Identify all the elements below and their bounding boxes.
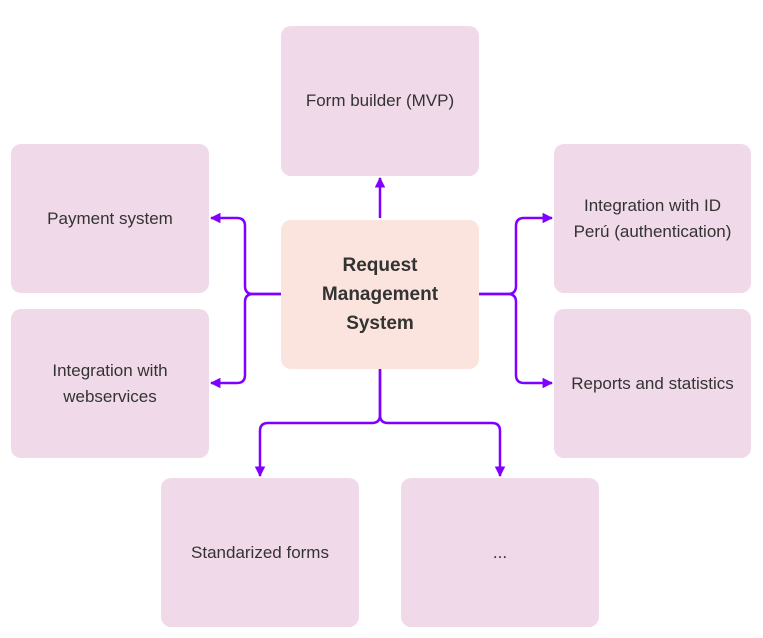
id-peru-integration-label: Integration with ID Perú (authentication…	[573, 195, 732, 241]
standardized-forms-label: Standarized forms	[191, 542, 329, 562]
connector-to-webservices	[209, 292, 281, 389]
payment-system-box: Payment system	[11, 144, 209, 293]
id-peru-integration-box: Integration with ID Perú (authentication…	[554, 144, 751, 293]
form-builder-box: Form builder (MVP)	[281, 26, 479, 176]
request-management-system-box: Request Management System	[281, 220, 479, 369]
form-builder-label: Form builder (MVP)	[305, 91, 455, 110]
payment-system-label: Payment system	[47, 208, 173, 228]
webservices-integration-box: Integration with webservices	[11, 309, 209, 458]
standardized-forms-box: Standarized forms	[161, 478, 359, 627]
reports-statistics-label: Reports and statistics	[571, 373, 734, 393]
more-modules-label: ...	[492, 542, 508, 562]
connector-to-standard-forms	[254, 369, 382, 478]
connector-to-payment	[209, 212, 281, 296]
connector-to-more	[378, 369, 506, 478]
webservices-integration-label: Integration with webservices	[52, 360, 168, 406]
connector-to-reports	[479, 292, 554, 389]
request-management-system-label: Request Management System	[321, 255, 439, 334]
reports-statistics-box: Reports and statistics	[554, 309, 751, 458]
connector-to-idperu	[479, 212, 554, 296]
more-modules-box: ...	[401, 478, 599, 627]
